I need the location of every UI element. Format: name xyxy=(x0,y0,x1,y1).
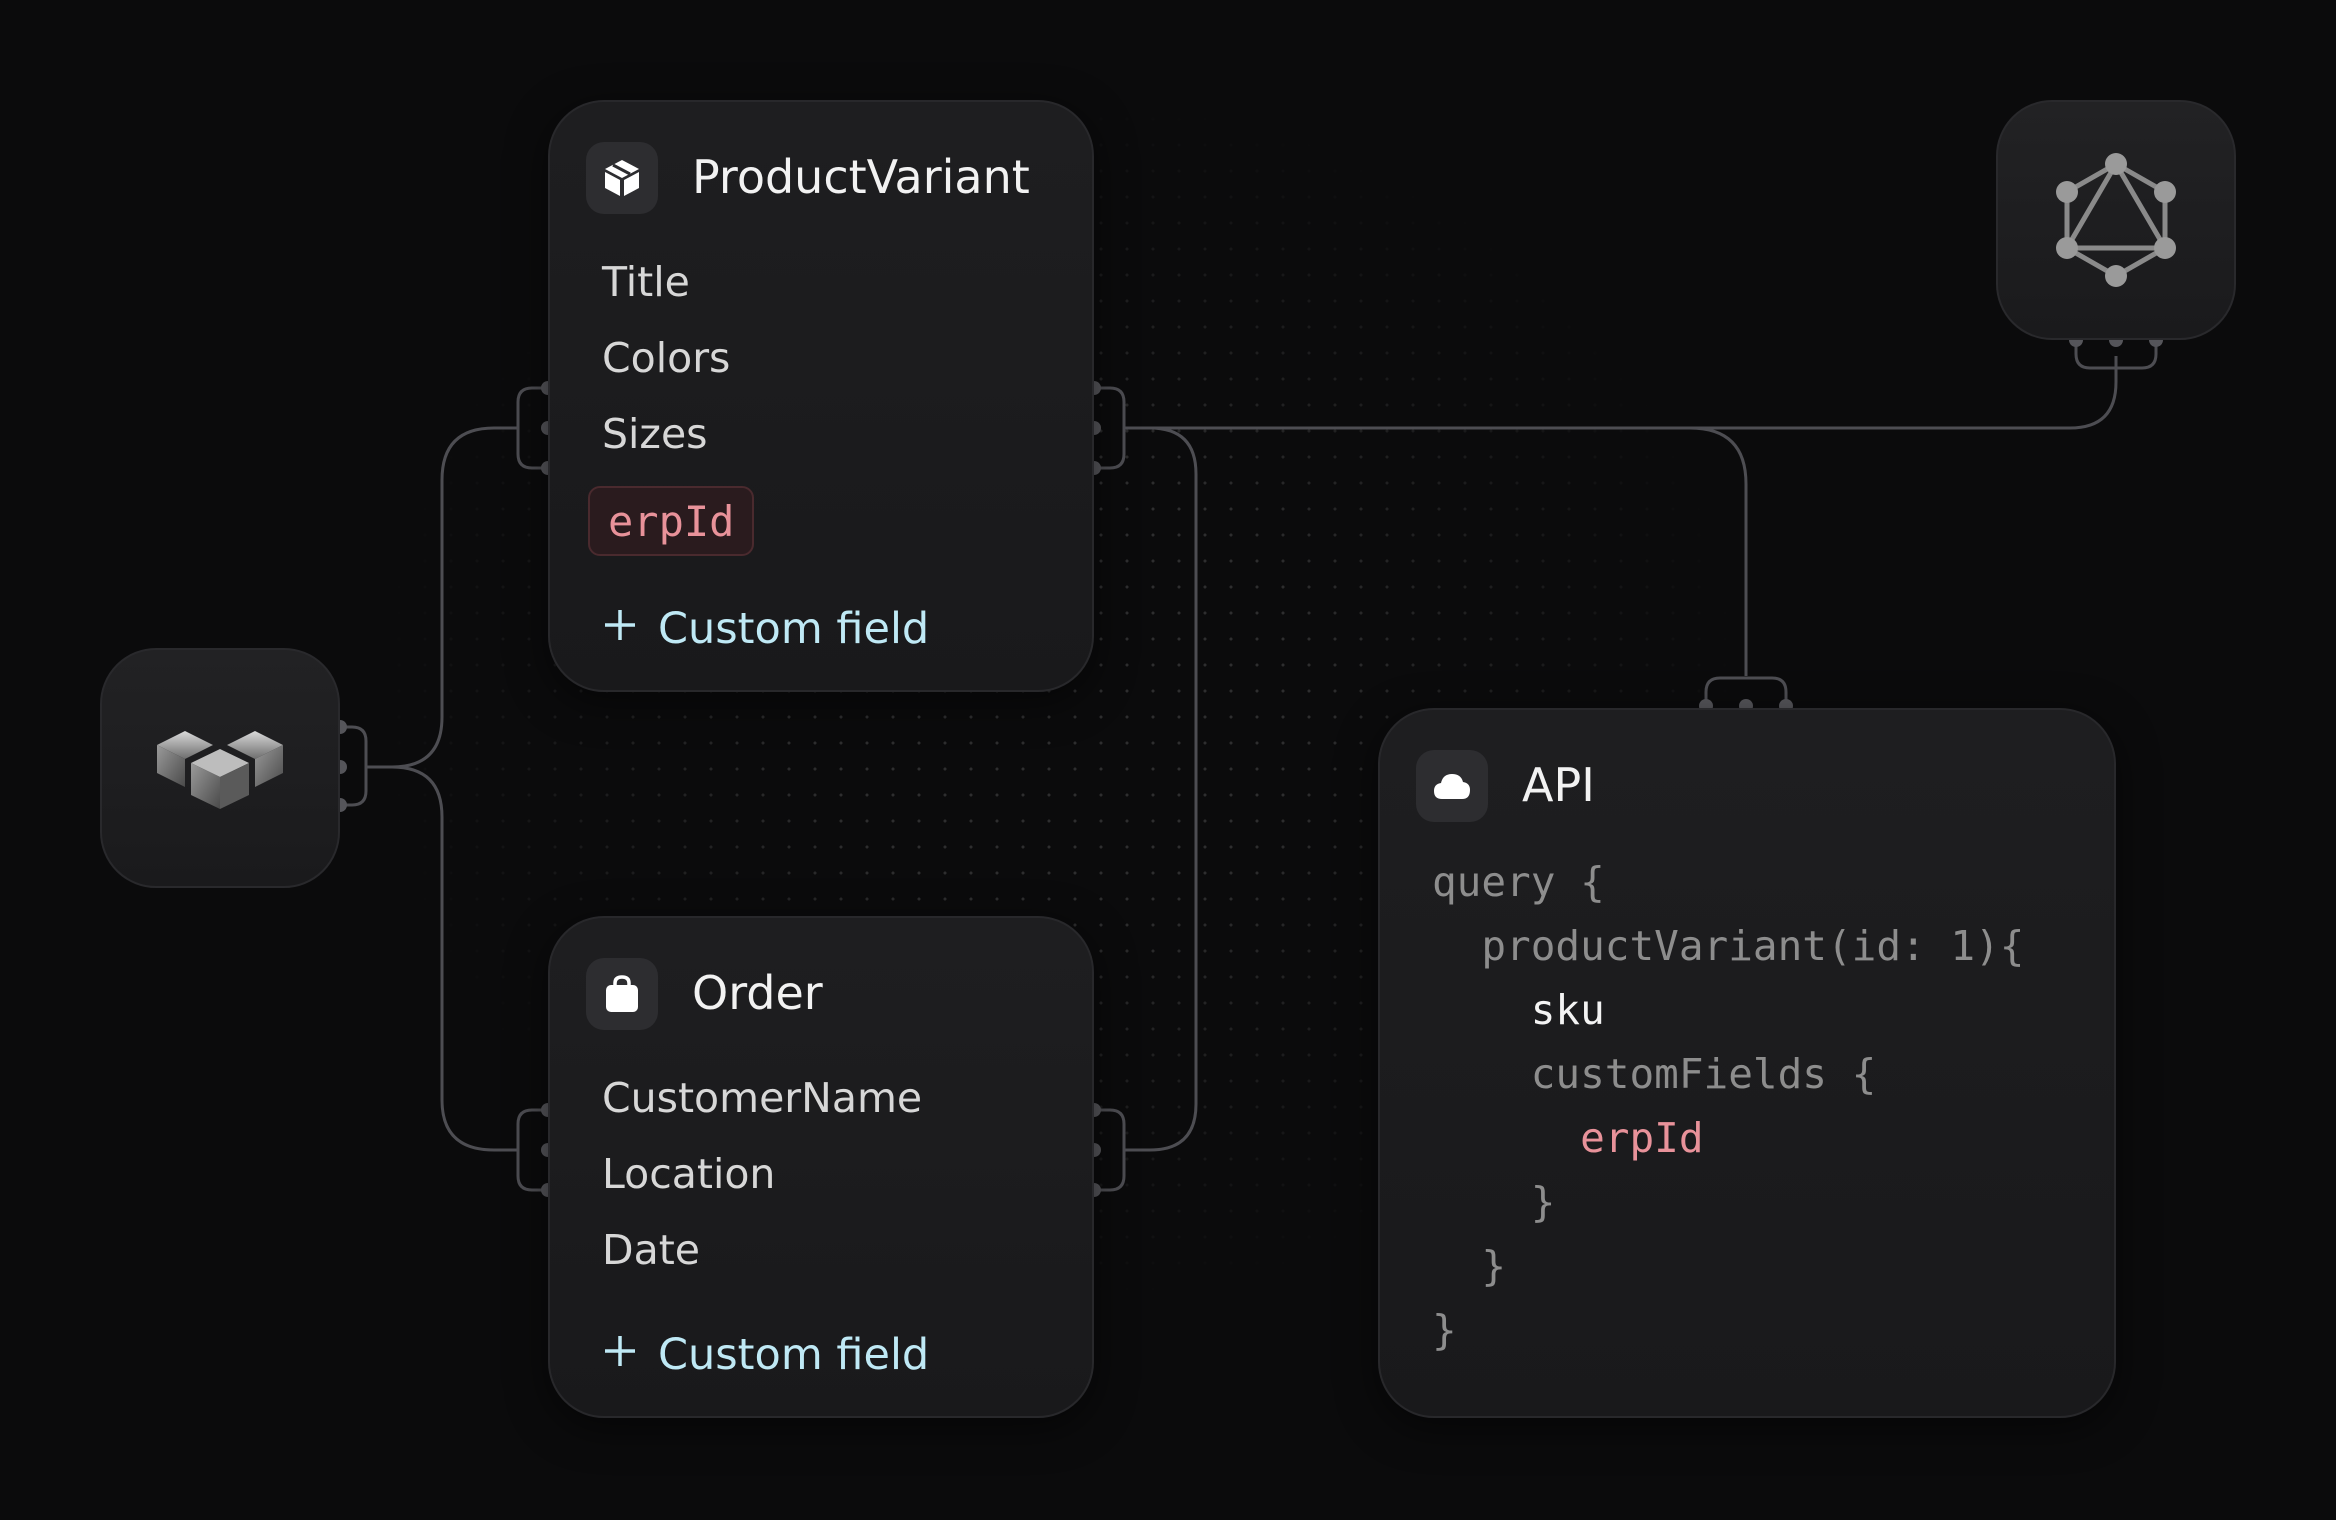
wire-productvariant-to-api xyxy=(1689,426,1748,676)
bag-icon-tile xyxy=(586,958,658,1030)
cube-icon xyxy=(605,160,639,196)
productvariant-left-connector xyxy=(516,386,548,470)
erp-logo-node[interactable] xyxy=(100,648,340,888)
cloud-icon xyxy=(1434,774,1470,799)
cube-icon-tile xyxy=(586,142,658,214)
add-custom-field-label: Custom field xyxy=(658,1330,930,1380)
api-connector xyxy=(1704,676,1788,706)
code-close-brace: } xyxy=(1481,1242,1507,1290)
field-location[interactable]: Location xyxy=(602,1150,776,1198)
field-customername[interactable]: CustomerName xyxy=(602,1074,923,1122)
add-custom-field-button[interactable]: Custom field xyxy=(602,1326,929,1384)
order-title: Order xyxy=(692,966,823,1020)
code-close-brace: } xyxy=(1432,1306,1457,1354)
add-custom-field-button[interactable]: Custom field xyxy=(602,600,929,658)
wire-erp-to-order xyxy=(366,765,518,1152)
productvariant-title: ProductVariant xyxy=(692,150,1030,204)
graphql-connector xyxy=(2074,340,2158,370)
cloud-icon-tile xyxy=(1416,750,1488,822)
code-line: productVariant(id: 1){ xyxy=(1432,922,2025,970)
erp-cubes-logo-icon xyxy=(157,731,283,809)
code-erpid: erpId xyxy=(1580,1114,1704,1162)
code-customfields: customFields { xyxy=(1530,1050,1877,1098)
graphql-logo-node[interactable] xyxy=(1996,100,2236,340)
graphql-logo-icon xyxy=(2056,153,2176,287)
field-erpid-tag[interactable]: erpId xyxy=(588,486,755,556)
plus-icon xyxy=(602,1326,640,1384)
shopping-bag-icon xyxy=(606,975,638,1012)
wire-productvariant-to-order xyxy=(1124,426,1198,1152)
field-sizes[interactable]: Sizes xyxy=(602,410,708,458)
field-date[interactable]: Date xyxy=(602,1226,700,1274)
code-close-brace: } xyxy=(1530,1178,1556,1226)
productvariant-card[interactable]: ProductVariant Title Colors Sizes erpId … xyxy=(548,100,1094,692)
code-sku: sku xyxy=(1530,986,1605,1034)
order-card[interactable]: Order CustomerName Location Date Custom … xyxy=(548,916,1094,1418)
code-line: query { xyxy=(1432,858,1605,906)
field-colors[interactable]: Colors xyxy=(602,334,731,382)
api-card[interactable]: API query { productVariant(id: 1){ sku c… xyxy=(1378,708,2116,1418)
add-custom-field-label: Custom field xyxy=(658,604,930,654)
wire-productvariant-to-graphql xyxy=(1124,356,2118,430)
field-title[interactable]: Title xyxy=(602,258,690,306)
graphql-query-code: query { productVariant(id: 1){ sku custo… xyxy=(1432,850,2024,1362)
plus-icon xyxy=(602,600,640,658)
api-title: API xyxy=(1522,758,1595,812)
order-left-connector xyxy=(516,1108,548,1192)
wire-erp-to-productvariant xyxy=(366,426,518,769)
